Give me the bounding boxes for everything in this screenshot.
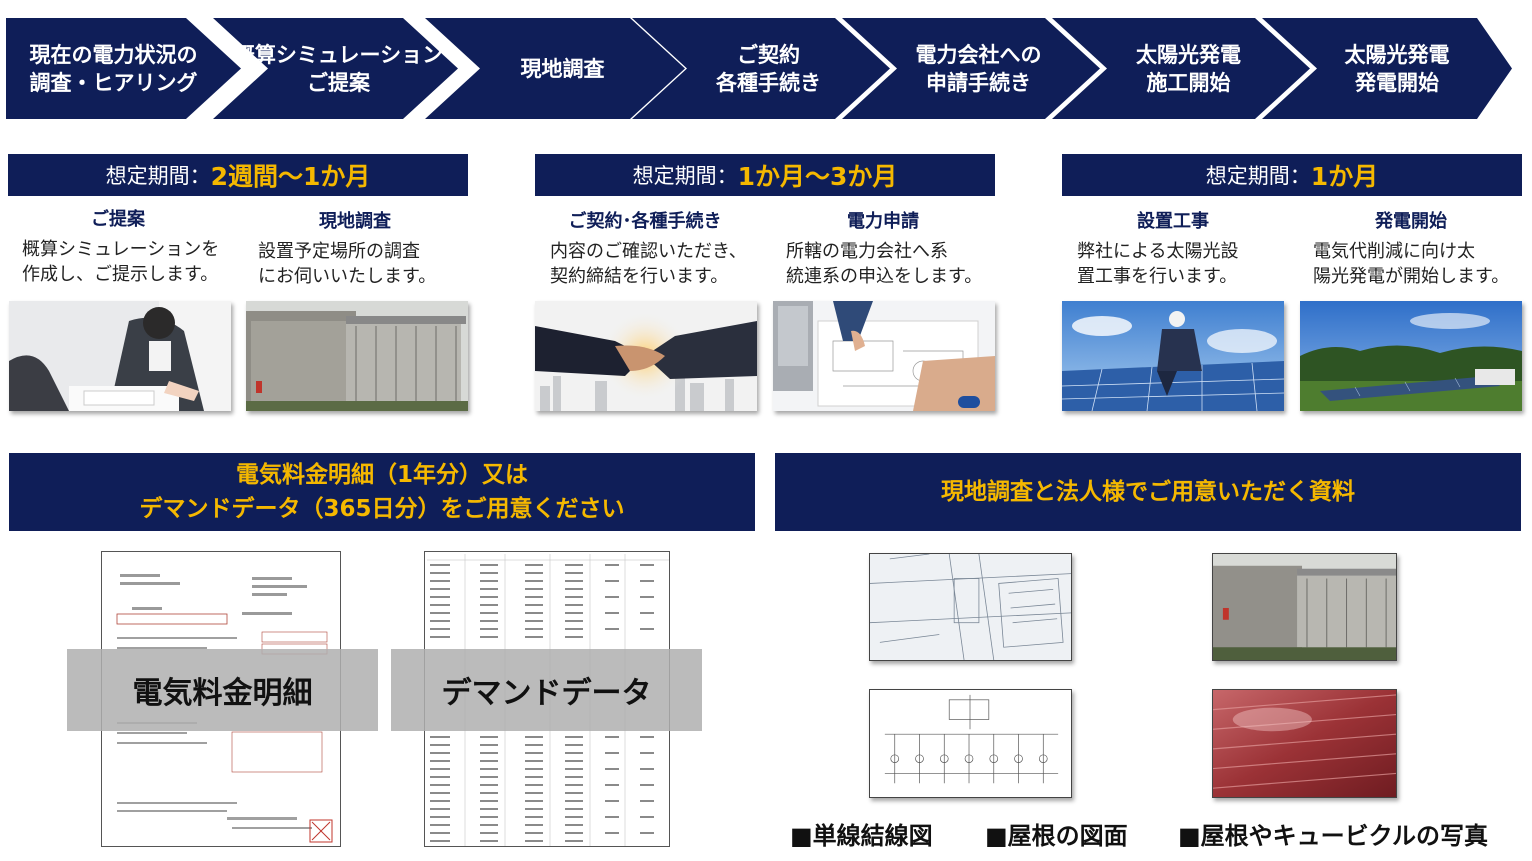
blueprint-writing-photo xyxy=(773,301,995,411)
caption-single-line-diagram: ■単線結線図 xyxy=(790,822,933,850)
period-value: 1か月 xyxy=(1310,162,1379,191)
survey-materials-banner: 現地調査と法人様でご用意いただく資料 xyxy=(775,453,1521,531)
roof-drawing-photo xyxy=(869,553,1072,661)
step-title-power-application: 電力申請 xyxy=(847,211,919,232)
step-desc-power-start: 電気代削減に向け太 陽光発電が開始します。 xyxy=(1313,241,1510,287)
step-title-contract: ご契約･各種手続き xyxy=(568,211,722,232)
step-desc-proposal: 概算シミュレーションを 作成し、ご提示します。 xyxy=(22,239,220,285)
demand-data-label: デマンドデータ xyxy=(391,649,702,731)
period-label: 想定期間： xyxy=(105,164,211,188)
billing-data-banner: 電気料金明細（1年分）又は デマンドデータ（365日分）をご用意ください xyxy=(9,453,755,531)
process-step-4: ご契約 各種手続き xyxy=(632,18,890,119)
period-label: 想定期間： xyxy=(632,164,738,188)
business-meeting-photo xyxy=(9,301,231,411)
process-step-5: 電力会社への 申請手続き xyxy=(842,18,1100,119)
step-desc-contract: 内容のご確認いただき、 契約締結を行います。 xyxy=(550,241,747,287)
step-title-proposal: ご提案 xyxy=(91,209,145,230)
electricity-bill-label: 電気料金明細 xyxy=(67,649,378,731)
process-step-7: 太陽光発電 発電開始 xyxy=(1262,18,1512,119)
caption-roof-drawing: ■屋根の図面 xyxy=(985,822,1128,850)
solar-farm-photo xyxy=(1300,301,1522,411)
step-title-installation: 設置工事 xyxy=(1137,211,1209,232)
period-label: 想定期間： xyxy=(1205,164,1311,188)
process-step-label: 太陽光発電 発電開始 xyxy=(1344,42,1450,95)
process-step-1: 現在の電力状況の 調査・ヒアリング xyxy=(6,18,241,119)
process-step-label: 現地調査 xyxy=(520,56,605,81)
cubicle-site-photo xyxy=(1212,553,1397,661)
process-step-label: 電力会社への 申請手続き xyxy=(915,42,1042,95)
cubicle-photo xyxy=(246,301,468,411)
single-line-diagram-photo xyxy=(869,689,1072,798)
process-step-label: 概算シミュレーション ご提案 xyxy=(233,42,444,95)
roof-photo xyxy=(1212,689,1397,798)
caption-roof-cubicle-photos: ■屋根やキュービクルの写真 xyxy=(1178,822,1488,850)
period-header-2: 想定期間： 1か月～3か月 xyxy=(535,154,995,196)
process-step-label: 現在の電力状況の 調査・ヒアリング xyxy=(29,42,198,95)
period-header-1: 想定期間： 2週間～1か月 xyxy=(8,154,468,196)
step-desc-power-application: 所轄の電力会社へ系 統連系の申込をします。 xyxy=(786,241,983,287)
period-header-3: 想定期間： 1か月 xyxy=(1062,154,1522,196)
process-step-label: 太陽光発電 施工開始 xyxy=(1136,42,1241,95)
process-step-3: 現地調査 xyxy=(425,18,685,119)
process-step-6: 太陽光発電 施工開始 xyxy=(1052,18,1310,119)
step-desc-survey: 設置予定場所の調査 にお伺いいたします。 xyxy=(258,241,437,287)
step-desc-installation: 弊社による太陽光設 置工事を行います。 xyxy=(1077,241,1239,287)
solar-installation-photo xyxy=(1062,301,1284,411)
step-title-survey: 現地調査 xyxy=(319,211,391,232)
period-value: 1か月～3か月 xyxy=(737,162,898,191)
step-title-power-start: 発電開始 xyxy=(1375,211,1447,232)
handshake-photo xyxy=(535,301,757,411)
period-value: 2週間～1か月 xyxy=(210,162,371,191)
process-step-2: 概算シミュレーション ご提案 xyxy=(213,18,458,119)
process-step-label: ご契約 各種手続き xyxy=(716,42,821,95)
